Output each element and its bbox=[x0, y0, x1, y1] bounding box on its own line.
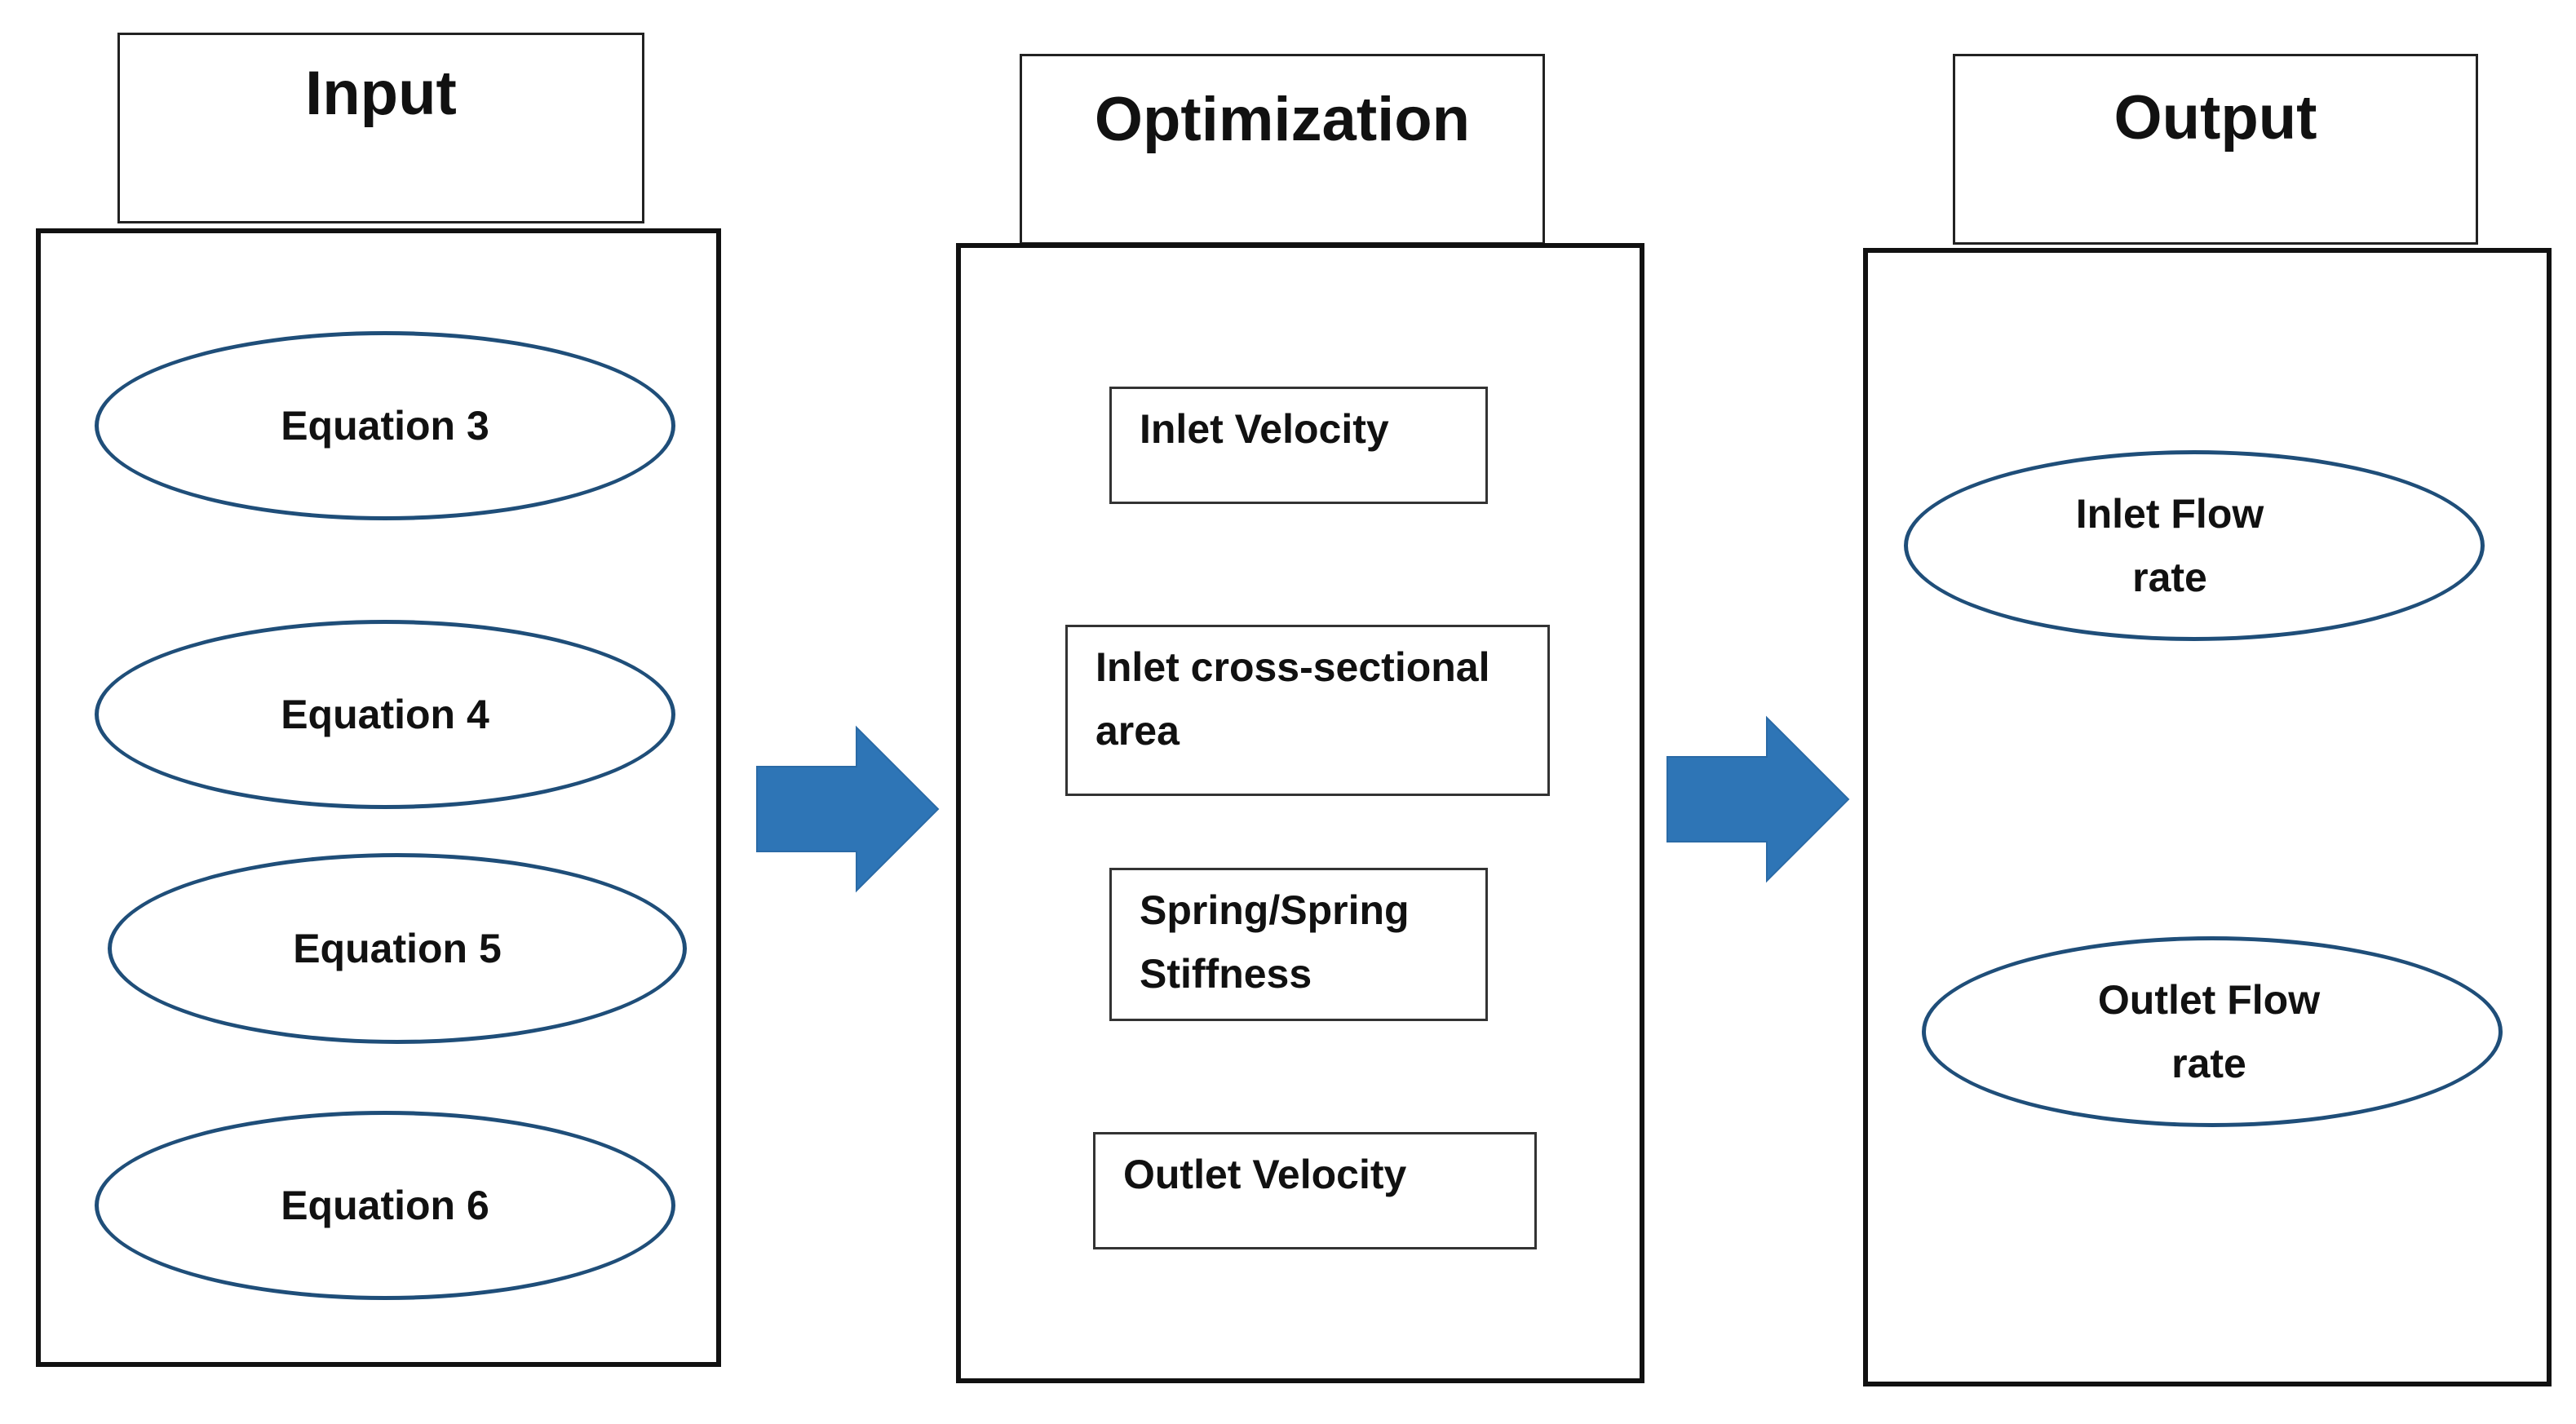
arrow-1-shape bbox=[756, 725, 940, 893]
input-equation-4-oval: Equation 4 bbox=[95, 620, 675, 809]
arrow-2-shape bbox=[1666, 715, 1850, 883]
output-title-box: Output bbox=[1953, 54, 2478, 245]
optimization-title-box: Optimization bbox=[1020, 54, 1545, 245]
inlet-velocity-box: Inlet Velocity bbox=[1109, 387, 1488, 504]
inlet-flow-rate-label-line-1: Inlet Flow bbox=[2075, 491, 2264, 537]
inlet-cross-sectional-area-label-line-1: Inlet cross-sectional bbox=[1095, 644, 1490, 690]
input-equation-4-label: Equation 4 bbox=[281, 692, 489, 737]
optimization-title: Optimization bbox=[1094, 85, 1471, 154]
spring-stiffness-label-line-1: Spring/Spring bbox=[1140, 887, 1410, 933]
input-title-box: Input bbox=[117, 33, 644, 223]
outlet-flow-rate-oval: Outlet Flow rate bbox=[1922, 936, 2503, 1127]
inlet-cross-sectional-area-label-line-2: area bbox=[1095, 708, 1180, 754]
inlet-flow-rate-label-line-2: rate bbox=[2132, 555, 2207, 600]
inlet-flow-rate-oval: Inlet Flow rate bbox=[1904, 450, 2485, 641]
input-equation-6-label: Equation 6 bbox=[281, 1183, 489, 1228]
spring-stiffness-box: Spring/Spring Stiffness bbox=[1109, 868, 1488, 1021]
outlet-flow-rate-label: Outlet Flow rate bbox=[2098, 968, 2320, 1095]
right-arrow-icon bbox=[756, 725, 940, 893]
inlet-flow-rate-label: Inlet Flow rate bbox=[2076, 482, 2264, 609]
outlet-flow-rate-label-line-1: Outlet Flow bbox=[2097, 977, 2321, 1023]
input-equation-5-oval: Equation 5 bbox=[108, 853, 687, 1044]
inlet-cross-sectional-area-box: Inlet cross-sectional area bbox=[1065, 625, 1550, 796]
input-title: Input bbox=[305, 59, 457, 128]
input-equation-3-label: Equation 3 bbox=[281, 403, 489, 449]
input-equation-5-label: Equation 5 bbox=[293, 926, 502, 971]
input-equation-6-oval: Equation 6 bbox=[95, 1111, 675, 1300]
outlet-velocity-label: Outlet Velocity bbox=[1123, 1152, 1407, 1197]
outlet-flow-rate-label-line-2: rate bbox=[2171, 1041, 2246, 1086]
spring-stiffness-label-line-2: Stiffness bbox=[1140, 951, 1312, 997]
inlet-velocity-label: Inlet Velocity bbox=[1140, 406, 1389, 452]
output-panel bbox=[1863, 248, 2552, 1386]
right-arrow-icon bbox=[1666, 715, 1850, 883]
input-equation-3-oval: Equation 3 bbox=[95, 331, 675, 520]
outlet-velocity-box: Outlet Velocity bbox=[1093, 1132, 1537, 1249]
output-title: Output bbox=[2113, 83, 2317, 153]
